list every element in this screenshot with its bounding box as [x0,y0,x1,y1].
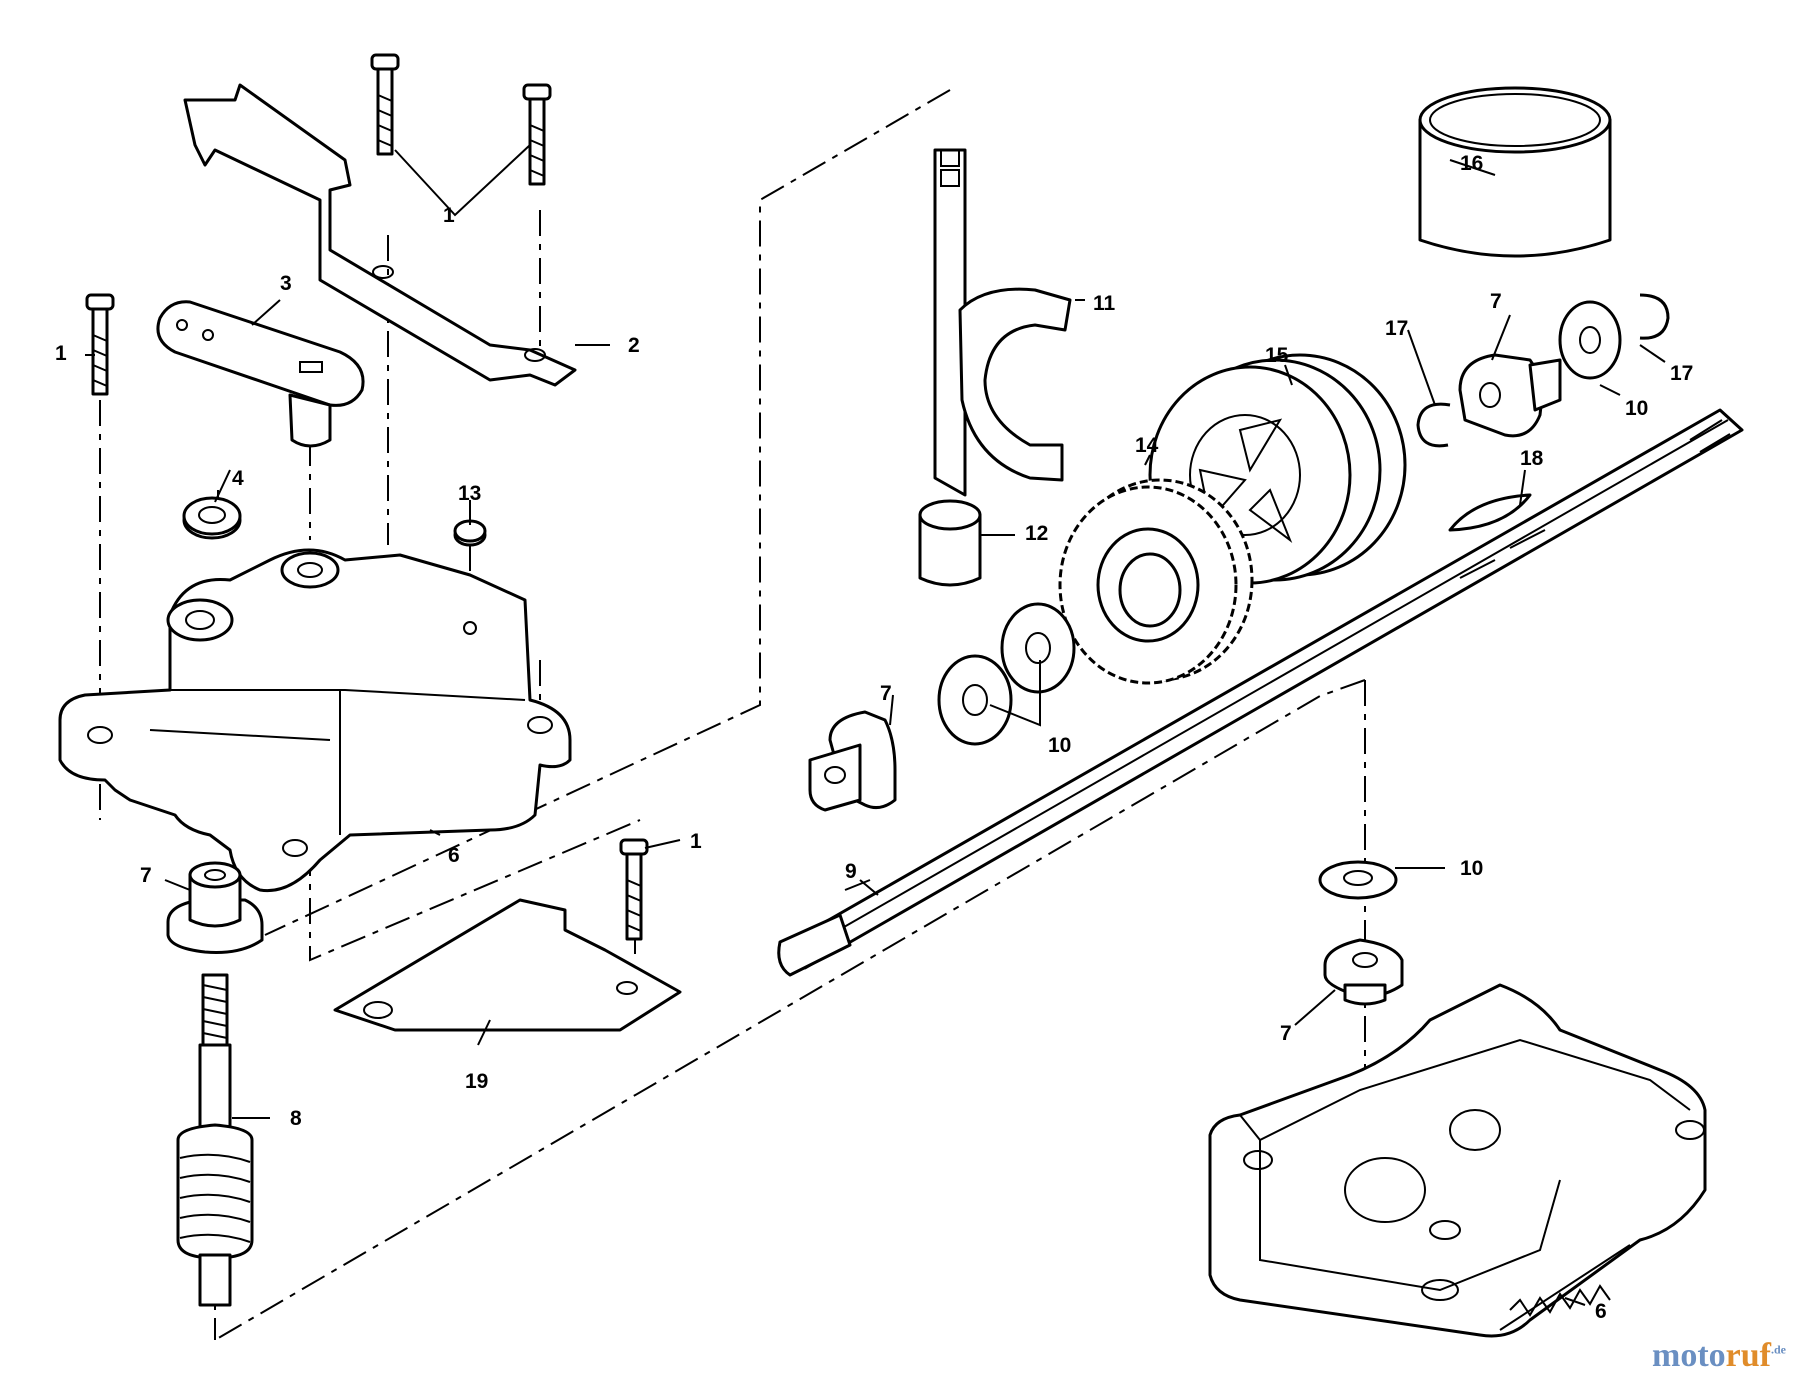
worm-shaft-part-8 [176,973,254,1307]
e-clip-part-17-left [1416,402,1451,448]
callout-7-bottom-right: 7 [1280,1022,1292,1045]
lever-part-3 [156,300,365,448]
key-part-18 [1448,493,1532,532]
callout-13: 13 [458,482,481,505]
callout-19: 19 [465,1070,488,1093]
callout-10-bottom-right: 10 [1460,857,1483,880]
callout-14: 14 [1135,434,1159,457]
callout-17-right: 17 [1670,362,1693,385]
callout-3: 3 [280,272,292,295]
callout-12: 12 [1025,522,1048,545]
bushing-part-7-left [166,861,264,954]
plate-part-19 [333,898,682,1032]
bolt-part-1-bottom [619,838,649,941]
bracket-part-2 [183,83,577,387]
callout-7-top-right: 7 [1490,290,1502,313]
callout-2: 2 [628,334,640,357]
gear-part-14 [1058,478,1254,685]
bushing-part-7-center [808,710,897,812]
callout-1-top: 1 [443,204,455,227]
washer-part-10-bottom-right [1318,860,1398,900]
callout-6-lower: 6 [1595,1300,1607,1323]
callout-10-center: 10 [1048,734,1071,757]
callout-8: 8 [290,1107,302,1130]
axle-part-9 [777,408,1744,977]
upper-housing-part-6 [58,548,572,893]
cup-part-16 [1418,86,1612,258]
bolt-part-1-top-left [370,53,400,156]
shift-fork-part-11 [933,148,1072,497]
callout-10-top-right: 10 [1625,397,1648,420]
washer-part-10-center-b [937,654,1013,746]
callout-1-left: 1 [55,342,67,365]
callout-7-left: 7 [140,864,152,887]
bushing-part-7-top-right [1458,353,1562,438]
lower-housing-part-6 [1208,983,1707,1338]
spacer-part-12 [918,499,982,587]
bolt-part-1-left [85,293,115,396]
callout-11: 11 [1093,292,1116,315]
washer-part-10-top-right [1558,300,1622,380]
bushing-part-7-bottom-right [1323,938,1404,1006]
seal-part-4 [182,496,242,540]
callout-15: 15 [1265,344,1289,367]
washer-part-10-center-a [1000,602,1076,694]
callout-9: 9 [845,860,857,883]
callout-4: 4 [232,467,244,490]
callout-18: 18 [1520,447,1544,470]
callout-17-left: 17 [1385,317,1408,340]
e-clip-part-17-right [1639,293,1670,340]
callout-1-bottom: 1 [690,830,702,853]
bolt-part-1-top-right [522,83,552,186]
callout-6-upper: 6 [448,844,460,867]
callout-7-center: 7 [880,682,892,705]
callout-16: 16 [1460,152,1483,175]
watermark-logo: motoruf.de [1652,1337,1786,1374]
leader-lines [85,144,1666,1306]
callout-labels: 1 2 3 1 4 13 6 1 7 19 8 11 12 14 15 16 1… [55,152,1693,1323]
